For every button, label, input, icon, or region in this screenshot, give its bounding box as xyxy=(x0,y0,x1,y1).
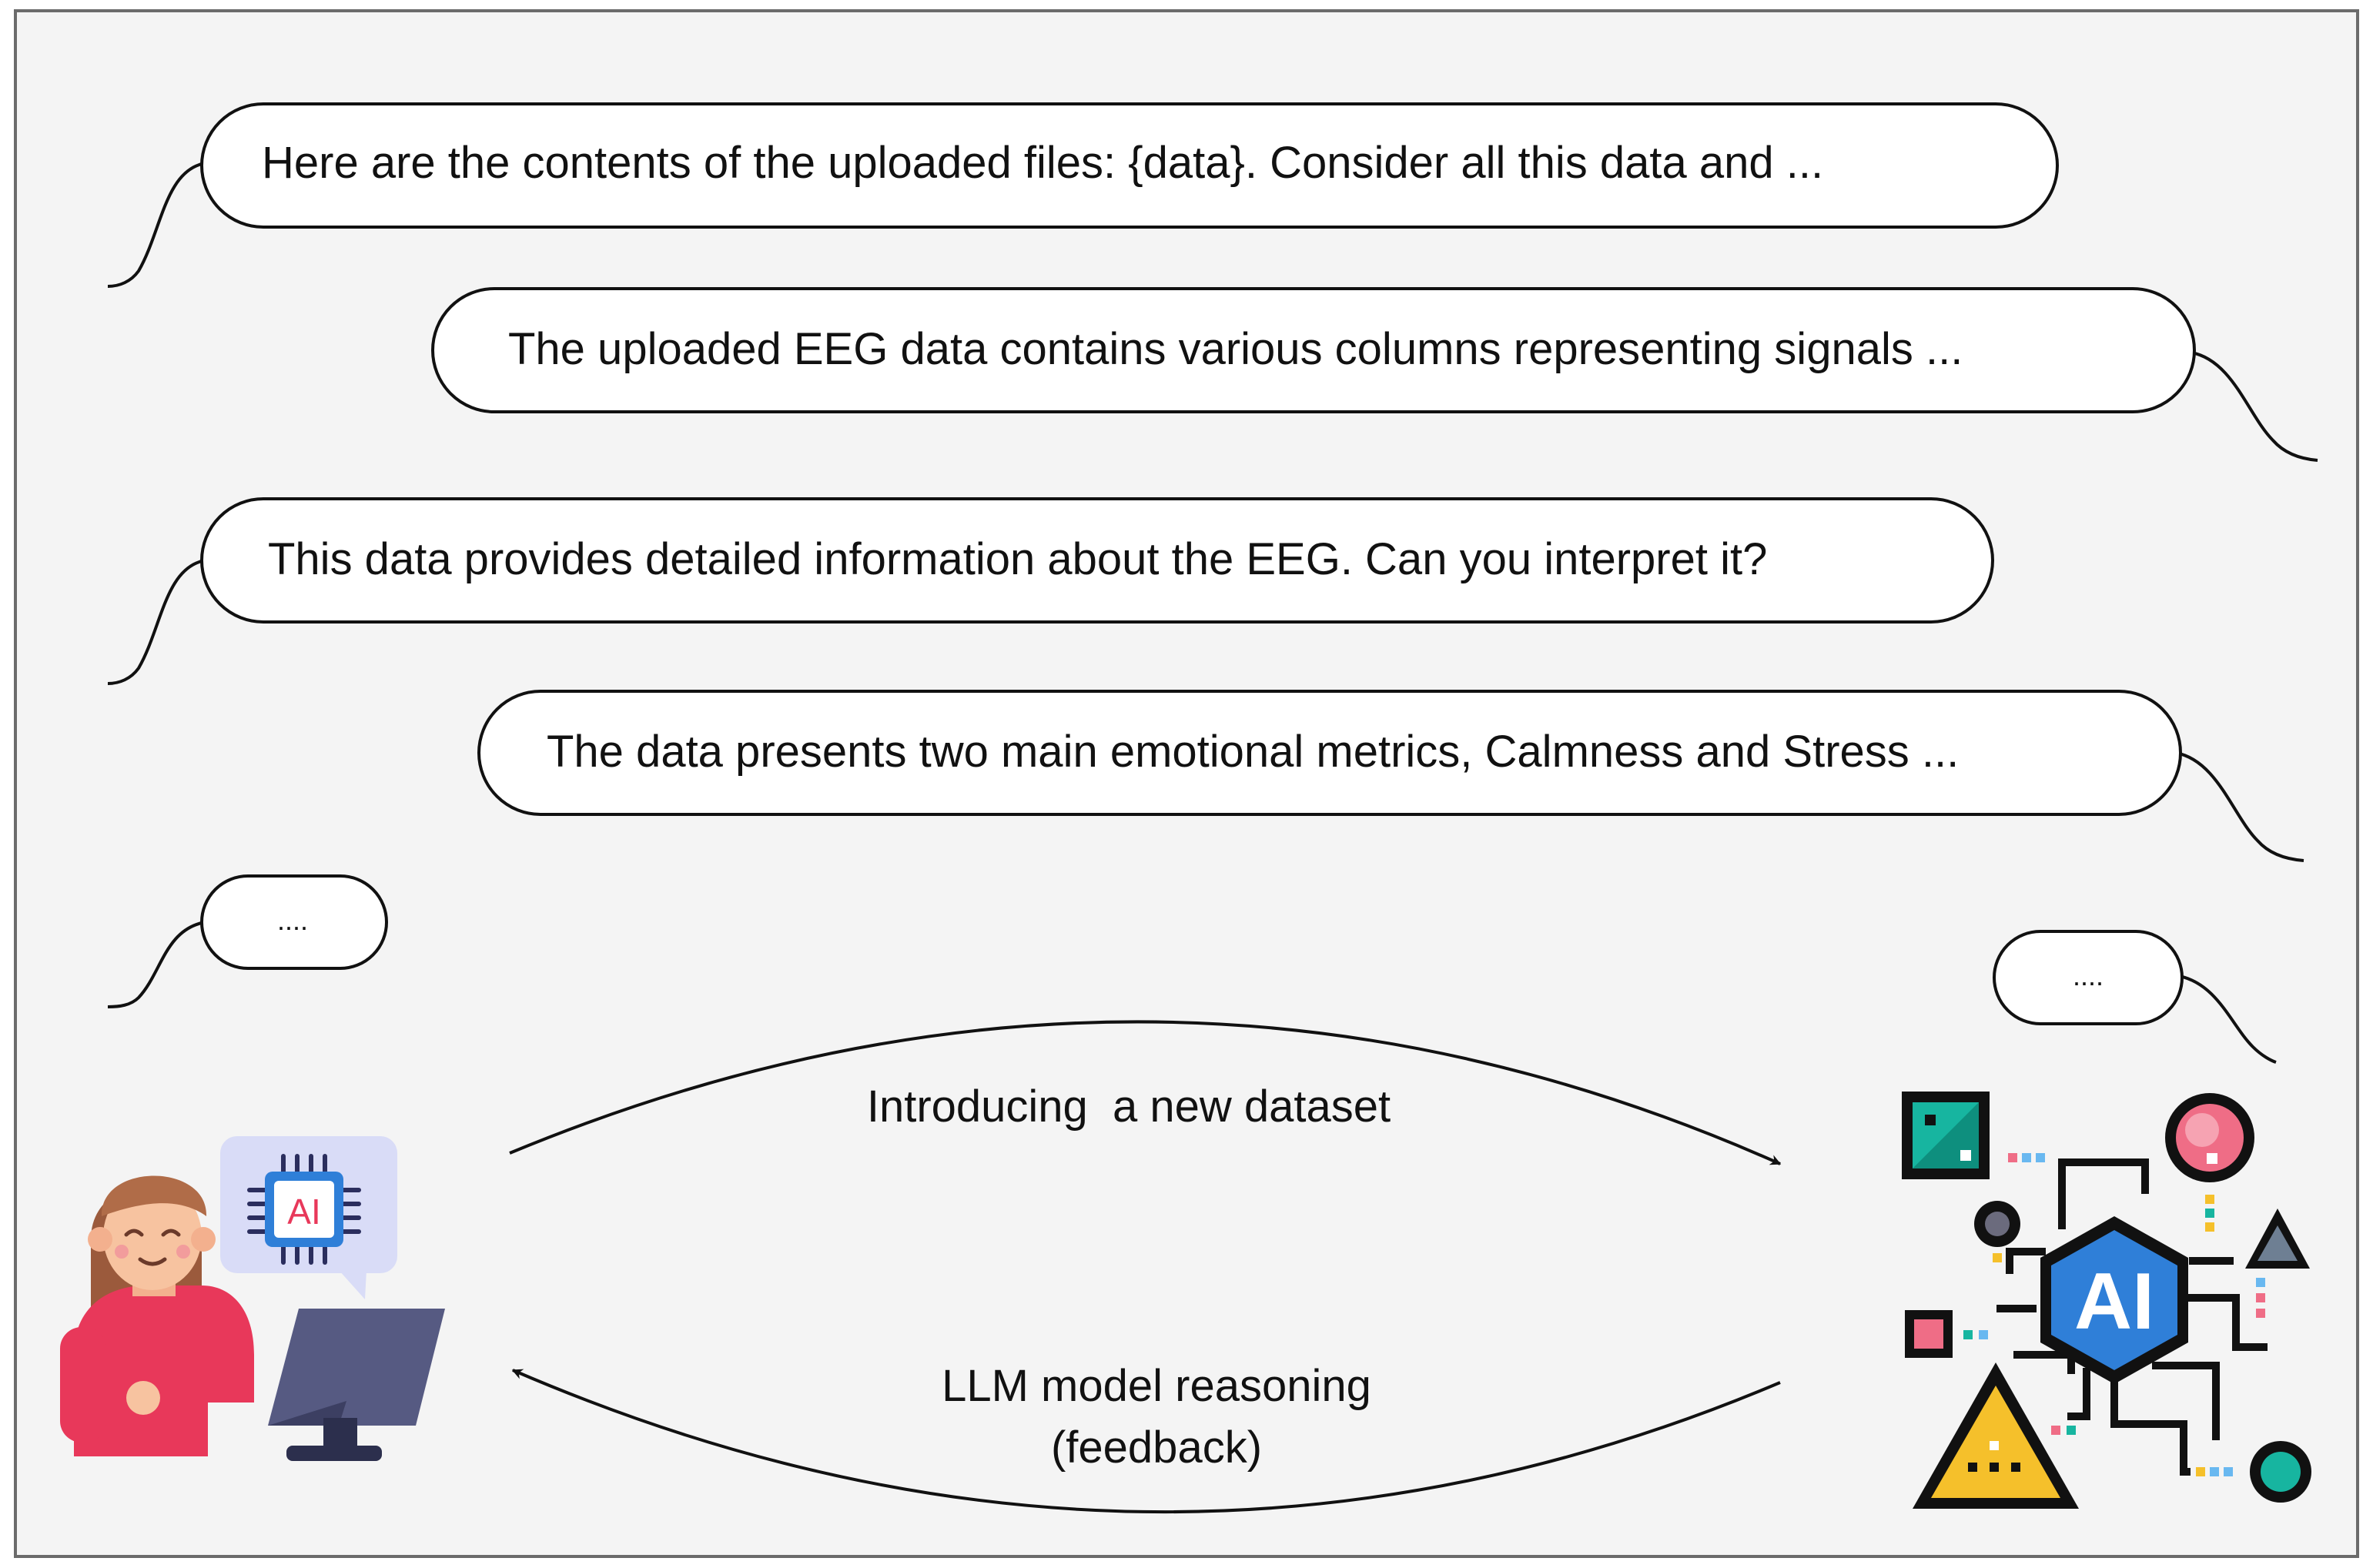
ai-message-bubble: The data presents two main emotional met… xyxy=(477,690,2304,862)
user-message-bubble: This data provides detailed information … xyxy=(107,497,1994,685)
woman-at-computer-icon: AI xyxy=(60,1136,445,1461)
bubble-tail xyxy=(107,921,206,1008)
user-message-bubble: .... xyxy=(107,874,388,1008)
message-text: .... xyxy=(2073,960,2104,991)
message-text: The uploaded EEG data contains various c… xyxy=(508,324,1963,374)
label-llm-reasoning: LLM model reasoning xyxy=(942,1361,1371,1411)
arrow-to-user xyxy=(511,1369,1781,1513)
bubble-outline xyxy=(200,102,2059,229)
ai-message-bubble: .... xyxy=(1993,930,2277,1064)
label-feedback: (feedback) xyxy=(1051,1423,1262,1473)
message-text: This data provides detailed information … xyxy=(268,534,1767,584)
message-text: .... xyxy=(277,904,308,936)
message-text: Here are the contents of the uploaded fi… xyxy=(262,138,1823,188)
ai-chip-bubble-icon: AI xyxy=(220,1136,397,1299)
bubble-outline xyxy=(477,690,2182,816)
bubble-outline xyxy=(1993,930,2184,1025)
bubble-outline xyxy=(200,497,1994,624)
bubble-outline xyxy=(200,874,388,970)
bubble-tail xyxy=(107,162,206,288)
message-text: The data presents two main emotional met… xyxy=(547,727,1959,777)
user-message-bubble: Here are the contents of the uploaded fi… xyxy=(107,102,2059,288)
bubble-tail xyxy=(2175,751,2304,862)
chip-label: AI xyxy=(2074,1257,2154,1346)
ai-message-bubble: The uploaded EEG data contains various c… xyxy=(431,287,2318,462)
bubble-tail xyxy=(2178,975,2277,1064)
ai-network-icon: AI xyxy=(1902,1092,2311,1509)
label-introducing-dataset: Introducing a new dataset xyxy=(867,1082,1391,1132)
bubble-tail xyxy=(107,559,206,685)
bubble-tail xyxy=(2191,351,2318,462)
arrow-to-model xyxy=(509,1020,1782,1165)
chip-label: AI xyxy=(287,1192,320,1232)
bubble-outline xyxy=(431,287,2196,413)
